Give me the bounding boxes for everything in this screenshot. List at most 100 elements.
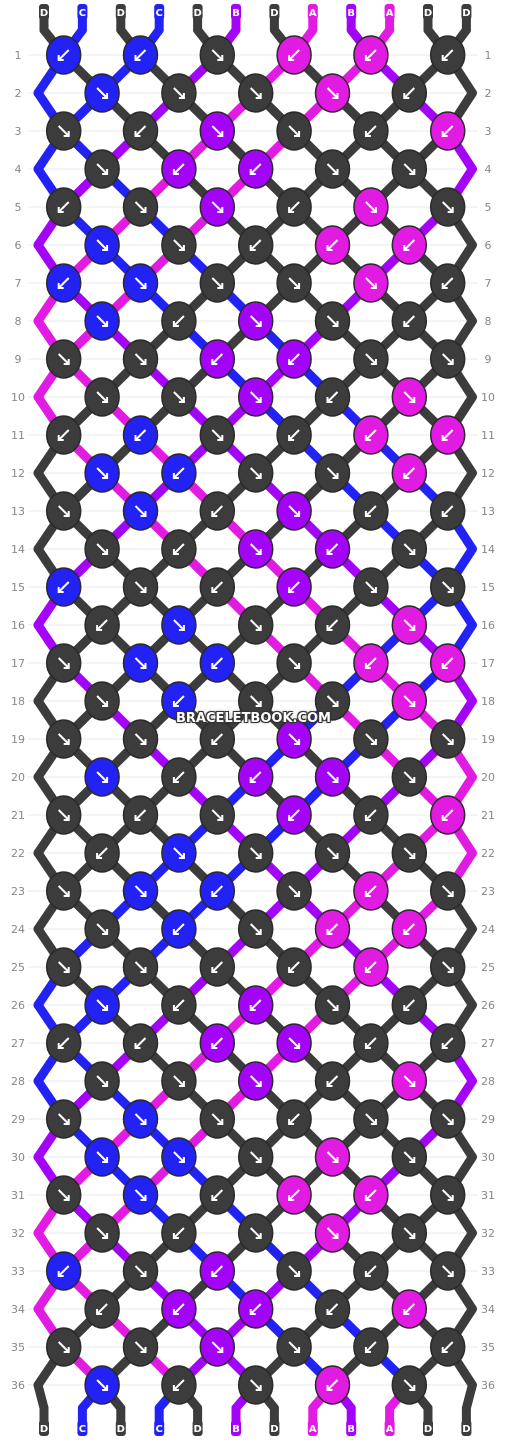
knot [314, 1365, 351, 1405]
arrow-head [409, 853, 416, 859]
knot [237, 301, 274, 341]
arrow-head [364, 891, 371, 897]
arrow-head [63, 815, 70, 821]
arrow-down-left-icon [211, 1037, 224, 1049]
strand-letter-bottom: C [79, 1424, 86, 1435]
row-number-right: 4 [485, 163, 492, 176]
knot [429, 1099, 466, 1139]
knot [84, 681, 120, 721]
knot [429, 719, 466, 759]
arrow-down-right-icon [249, 1227, 262, 1239]
arrow-head [326, 1385, 333, 1391]
knot [353, 35, 389, 75]
arrow-down-right-icon [403, 619, 416, 631]
strand-letter-top: D [424, 8, 432, 19]
knot [45, 795, 82, 835]
arrow-head [217, 1347, 224, 1353]
knot [122, 111, 159, 151]
arrow-head [332, 777, 339, 783]
knot [429, 187, 466, 227]
knot [161, 1061, 197, 1101]
knot [199, 1023, 236, 1063]
arrow-down-left-icon [365, 1265, 377, 1277]
arrow-down-right-icon [134, 505, 147, 517]
arrow-down-right-icon [288, 1265, 300, 1277]
knot [429, 567, 466, 607]
knot [314, 529, 351, 569]
knot [45, 643, 82, 683]
arrow-down-right-icon [403, 391, 416, 403]
knot [45, 415, 82, 455]
arrow-head [364, 435, 371, 441]
knot [237, 681, 274, 721]
strand-cap-top [384, 4, 395, 20]
knot [314, 985, 351, 1025]
arrow-down-left-icon [326, 1075, 339, 1087]
arrow-head [140, 967, 147, 973]
arrow-head [102, 93, 109, 99]
arrow-head [294, 1347, 301, 1353]
knot [84, 757, 120, 797]
row-number-left: 16 [11, 619, 25, 632]
row-number-left: 7 [15, 277, 22, 290]
knot [353, 415, 389, 455]
arrow-down-left-icon [441, 505, 454, 517]
knot [276, 187, 312, 227]
knot [122, 1251, 159, 1291]
arrow-down-right-icon [134, 1265, 147, 1277]
arrow-head [326, 549, 333, 555]
arrow-head [255, 549, 262, 555]
arrow-down-left-icon [57, 581, 70, 593]
row-number-right: 3 [485, 125, 492, 138]
arrow-down-right-icon [365, 353, 377, 365]
knot [429, 871, 466, 911]
row-number-right: 33 [481, 1265, 495, 1278]
arrow-head [409, 1233, 416, 1239]
arrow-head [255, 1233, 262, 1239]
arrow-head [57, 587, 64, 593]
arrow-down-left-icon [365, 657, 377, 669]
knot [199, 111, 236, 151]
strand-letter-bottom: D [40, 1424, 48, 1435]
arrow-down-right-icon [57, 1341, 70, 1353]
knot [391, 909, 428, 949]
arrow-down-right-icon [403, 1075, 416, 1087]
knot [45, 339, 82, 379]
arrow-head [403, 245, 410, 251]
arrow-head [255, 929, 262, 935]
knot [314, 73, 351, 113]
strand-letter-top: B [232, 8, 240, 19]
row-number-right: 1 [485, 49, 492, 62]
arrow-down-left-icon [211, 1189, 224, 1201]
knot [314, 225, 351, 265]
arrow-head [370, 1119, 377, 1125]
arrow-head [140, 1195, 147, 1201]
strand-cap-bottom [77, 1420, 88, 1436]
arrow-head [211, 587, 218, 593]
knot [45, 719, 82, 759]
arrow-down-left-icon [96, 847, 108, 859]
knot [84, 1365, 120, 1405]
arrow-head [409, 625, 416, 631]
arrow-down-right-icon [96, 467, 108, 479]
arrow-down-left-icon [134, 1037, 147, 1049]
arrow-down-left-icon [288, 353, 300, 365]
arrow-down-right-icon [326, 999, 339, 1011]
knot [122, 643, 159, 683]
arrow-head [364, 815, 371, 821]
arrow-head [332, 169, 339, 175]
arrow-down-right-icon [326, 87, 339, 99]
arrow-down-right-icon [57, 809, 70, 821]
arrow-down-right-icon [403, 695, 416, 707]
arrow-down-left-icon [173, 1227, 185, 1239]
arrow-down-left-icon [249, 239, 262, 251]
strand-cap-top [192, 4, 203, 20]
arrow-down-right-icon [326, 847, 339, 859]
arrow-head [441, 435, 448, 441]
arrow-down-right-icon [288, 125, 300, 137]
row-number-right: 25 [481, 961, 495, 974]
arrow-head [57, 207, 64, 213]
row-number-left: 23 [11, 885, 25, 898]
arrow-head [102, 1081, 109, 1087]
arrow-head [441, 1347, 448, 1353]
